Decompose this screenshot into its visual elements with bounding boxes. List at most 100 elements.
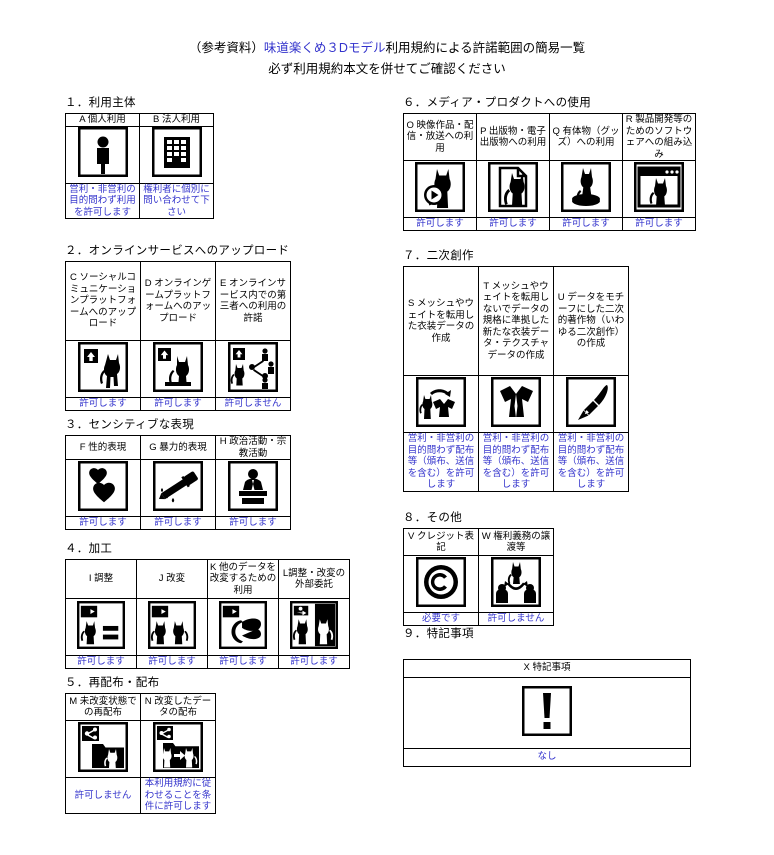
cell-header-D: D オンラインゲームプラットフォームへのアップロード (140, 261, 216, 341)
table-row-header: O 映像作品・配信・放送への利用 P 出版物・電子出版物への利用 Q 有体物（グ… (403, 113, 696, 161)
title-prefix: （参考資料） (188, 41, 264, 55)
brush-icon (566, 376, 616, 427)
table-row-icon (403, 555, 554, 613)
clothes-icon (491, 376, 541, 427)
share-cat-people-icon (228, 341, 278, 392)
table-row-permission: 許可します 許可します 許可します 許可します (65, 655, 350, 669)
cell-permission-M: 許可しません (65, 777, 141, 814)
cell-header-K: K 他のデータを改変するための利用 (207, 559, 279, 599)
cell-icon-Q (549, 160, 623, 218)
person-icon (77, 127, 128, 177)
cell-icon-W (478, 555, 554, 613)
table-row-header: V クレジット表記 W 権利義務の譲渡等 (403, 528, 554, 556)
window-cat-icon (634, 161, 684, 212)
section-4-heading: ４．加工 (65, 543, 113, 555)
cell-permission-S: 営利・非営利の目的問わず配布等（頒布、送信を含む）を許可します (403, 432, 479, 492)
section-7-table: S メッシュやウェイトを転用した衣装データの作成 T メッシュやウェイトを転用し… (403, 266, 629, 492)
section-4-table: I 調整 J 改変 K 他のデータを改変するための利用 L調整・改変の外部委託 (65, 559, 350, 669)
cell-header-W: W 権利義務の譲渡等 (478, 528, 554, 556)
cell-icon-K (207, 598, 279, 656)
cell-header-Q: Q 有体物（グッズ）への利用 (549, 113, 623, 161)
table-row-icon (403, 160, 696, 218)
cell-icon-V (403, 555, 479, 613)
cell-permission-P: 許可します (476, 217, 550, 231)
cell-permission-T: 営利・非営利の目的問わず配布等（頒布、送信を含む）を許可します (478, 432, 554, 492)
cell-icon-F (65, 459, 141, 517)
section-3-heading: ３．センシティブな表現 (65, 419, 195, 431)
cell-header-G: G 暴力的表現 (140, 435, 216, 460)
cell-header-U: U データをモチーフにした二次的著作物（いわゆる二次創作）の作成 (553, 266, 629, 376)
hearts-icon (78, 460, 128, 511)
arrow-two-cats-icon (148, 600, 196, 649)
section-2-heading: ２．オンラインサービスへのアップロード (65, 245, 290, 257)
cell-icon-O (403, 160, 477, 218)
section-8-heading: ８．その他 (403, 512, 462, 524)
table-row-permission: 許可します 許可します 許可します 許可します (403, 217, 696, 231)
cell-icon-R (622, 160, 696, 218)
table-row-icon (65, 598, 350, 656)
table-row-header: A 個人利用 B 法人利用 (65, 113, 214, 127)
table-row-header: F 性的表現 G 暴力的表現 H 政治活動・宗教活動 (65, 435, 291, 460)
cell-icon-X (403, 677, 691, 749)
cell-icon-B (139, 125, 214, 184)
table-row-icon (403, 375, 629, 433)
cell-icon-N (140, 720, 216, 778)
arrow-ribbon-icon (219, 600, 267, 649)
cell-permission-R: 許可します (622, 217, 696, 231)
cell-permission-K: 許可します (207, 655, 279, 669)
cell-header-B: B 法人利用 (139, 113, 214, 127)
cat-to-clothes-icon (416, 376, 466, 427)
cell-permission-O: 許可します (403, 217, 477, 231)
building-icon (151, 127, 202, 177)
cell-permission-Q: 許可します (549, 217, 623, 231)
section-3: ３．センシティブな表現 F 性的表現 G 暴力的表現 H 政治活動・宗教活動 (65, 418, 291, 530)
table-row-permission: なし (403, 748, 691, 767)
cell-header-T: T メッシュやウェイトを転用しないでデータの規格に準拠した新たな衣装データ・テク… (478, 266, 554, 376)
cell-icon-A (65, 125, 140, 184)
cell-header-M: M 未改変状態での再配布 (65, 693, 141, 721)
section-9-table: X 特記事項 なし (403, 659, 691, 767)
table-row-permission: 許可します 許可します 許可します (65, 516, 291, 530)
cell-icon-P (476, 160, 550, 218)
cell-permission-V: 必要です (403, 612, 479, 626)
cell-header-F: F 性的表現 (65, 435, 141, 460)
table-row-header: M 未改変状態での再配布 N 改変したデータの配布 (65, 693, 216, 721)
section-6: ６．メディア・プロダクトへの使用 O 映像作品・配信・放送への利用 P 出版物・… (403, 96, 696, 231)
cell-icon-E (215, 340, 291, 398)
section-8-table: V クレジット表記 W 権利義務の譲渡等 必要です 許可しません (403, 528, 554, 626)
table-row-header: X 特記事項 (403, 659, 691, 678)
cell-icon-D (140, 340, 216, 398)
title-suffix: 利用規約による許諾範囲の簡易一覧 (385, 41, 586, 55)
section-1-heading: １．利用主体 (65, 97, 136, 109)
table-row-header: I 調整 J 改変 K 他のデータを改変するための利用 L調整・改変の外部委託 (65, 559, 350, 599)
table-row-permission: 許可します 許可します 許可しません (65, 397, 291, 411)
table-row-icon (65, 720, 216, 778)
section-2-table: C ソーシャルコミュニケーションプラットフォームへのアップロード D オンライン… (65, 261, 291, 411)
cell-permission-A: 営利・非営利の目的問わず利用を許可します (65, 182, 140, 219)
cell-header-X: X 特記事項 (403, 659, 691, 678)
table-row-icon (403, 677, 691, 749)
cell-icon-G (140, 459, 216, 517)
cell-header-O: O 映像作品・配信・放送への利用 (403, 113, 477, 161)
section-5: ５．再配布・配布 M 未改変状態での再配布 N 改変したデータの配布 (65, 676, 216, 814)
cell-header-H: H 政治活動・宗教活動 (215, 435, 291, 460)
arrow-cat-equal-icon (77, 600, 125, 649)
share-folder-modified-cat-icon (153, 721, 203, 772)
cell-icon-H (215, 459, 291, 517)
cell-permission-F: 許可します (65, 516, 141, 530)
table-row-icon (65, 340, 291, 398)
cell-header-E: E オンラインサービス内での第三者への利用の許諾 (215, 261, 291, 341)
cell-header-J: J 改変 (136, 559, 208, 599)
page-title: （参考資料）味道楽くめ３Dモデル利用規約による許諾範囲の簡易一覧 必ず利用規約本… (0, 38, 774, 80)
cell-icon-U (553, 375, 629, 433)
section-8: ８．その他 V クレジット表記 W 権利義務の譲渡等 必要で (403, 511, 554, 626)
table-row-header: S メッシュやウェイトを転用した衣装データの作成 T メッシュやウェイトを転用し… (403, 266, 629, 376)
cell-icon-I (65, 598, 137, 656)
cell-permission-L: 許可します (278, 655, 350, 669)
cell-icon-S (403, 375, 479, 433)
section-2: ２．オンラインサービスへのアップロード C ソーシャルコミュニケーションプラット… (65, 244, 291, 411)
copyright-icon (416, 556, 466, 607)
table-row-permission: 営利・非営利の目的問わず配布等（頒布、送信を含む）を許可します 営利・非営利の目… (403, 432, 629, 492)
cell-icon-M (65, 720, 141, 778)
